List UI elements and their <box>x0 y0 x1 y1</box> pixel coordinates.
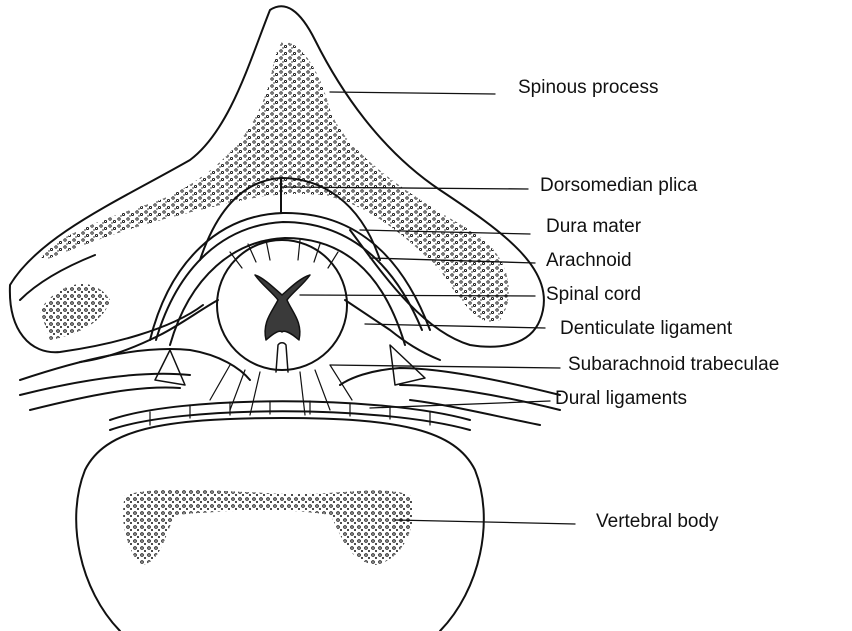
label-spinous-process: Spinous process <box>518 78 658 97</box>
label-subarachnoid-trabeculae: Subarachnoid trabeculae <box>568 355 779 374</box>
label-dorsomedian-plica: Dorsomedian plica <box>540 176 697 195</box>
vertebral-body-stipple <box>123 490 413 565</box>
label-spinal-cord: Spinal cord <box>546 285 641 304</box>
label-vertebral-body: Vertebral body <box>596 512 719 531</box>
label-arachnoid: Arachnoid <box>546 251 632 270</box>
spinous-process-stipple <box>40 42 509 322</box>
leader-subarachnoid-trabeculae <box>330 365 560 368</box>
grey-matter <box>255 275 310 340</box>
ventral-fissure <box>276 343 288 372</box>
left-lamina-stipple <box>40 284 110 340</box>
right-root-bundle <box>340 368 560 395</box>
leader-dural-ligaments <box>370 401 550 408</box>
leader-spinous-process <box>330 92 495 94</box>
label-dura-mater: Dura mater <box>546 217 641 236</box>
leader-vertebral-body <box>395 520 575 524</box>
subarachnoid-trabeculae <box>210 365 352 415</box>
label-denticulate-ligament: Denticulate ligament <box>560 319 732 338</box>
label-dural-ligaments: Dural ligaments <box>555 389 687 408</box>
leader-denticulate-ligament <box>365 324 545 328</box>
denticulate-ligament-right <box>345 300 440 360</box>
